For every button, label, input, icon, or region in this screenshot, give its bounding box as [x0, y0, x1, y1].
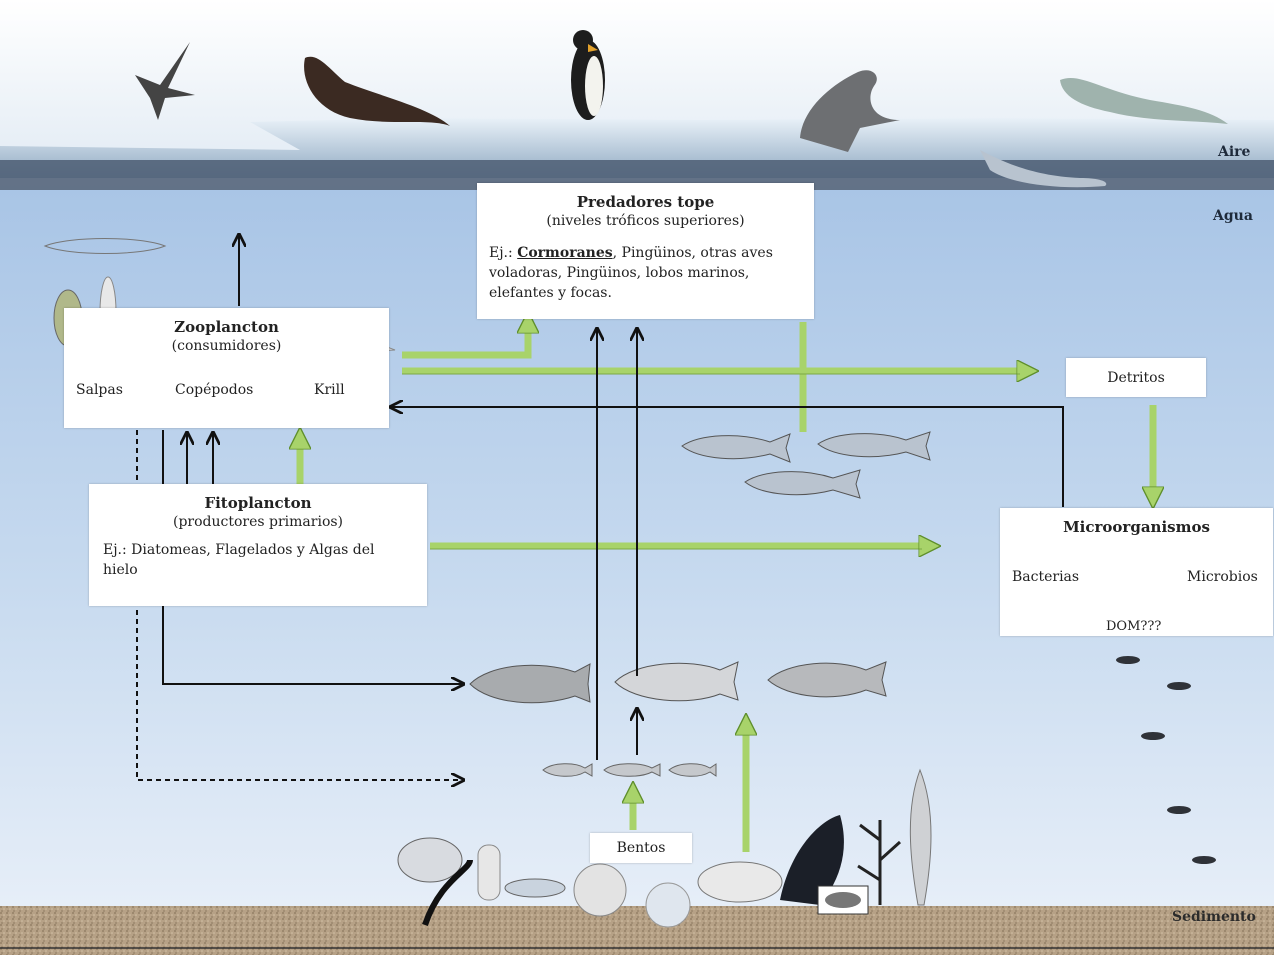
fur-seal-icon	[800, 70, 900, 152]
zooplankton-box: Zooplancton (consumidores) Salpas Copépo…	[64, 308, 389, 428]
demersal-fish-group	[469, 661, 887, 704]
cormorants-highlight: Cormoranes	[517, 245, 613, 261]
sediment-layer	[0, 906, 1274, 955]
phytoplankton-examples: Ej.: Diatomeas, Flagelados y Algas del h…	[103, 542, 375, 578]
phytoplankton-box: Fitoplancton (productores primarios) Ej.…	[89, 484, 427, 606]
phytoplankton-title: Fitoplancton	[204, 494, 312, 512]
microbes-label: Microbios	[1187, 569, 1258, 585]
salp-icon	[43, 238, 167, 254]
benthos-label: Bentos	[616, 840, 666, 856]
zooplankton-item-krill: Krill	[314, 382, 345, 398]
dom-label: DOM???	[1104, 619, 1164, 634]
zooplankton-item-salps: Salpas	[76, 382, 123, 398]
petrel-icon	[135, 42, 195, 120]
microorganisms-title: Microorganismos	[1063, 518, 1210, 536]
leopard-seal-icon	[1060, 78, 1228, 124]
phytoplankton-subtitle: (productores primarios)	[172, 514, 344, 530]
zone-label-sediment: Sedimento	[1172, 909, 1256, 925]
top-predators-examples: Ej.: Cormoranes, Pingüinos, otras aves v…	[489, 245, 773, 301]
zooplankton-item-copepods: Copépodos	[175, 382, 254, 398]
detritus-box: Detritos	[1066, 358, 1206, 397]
detritus-particles	[1116, 656, 1216, 864]
top-predators-subtitle: (niveles tróficos superiores)	[546, 213, 745, 229]
zooplankton-title: Zooplancton	[174, 318, 279, 336]
top-predators-box: Predadores tope (niveles tróficos superi…	[477, 183, 814, 319]
juvenile-fish-group	[542, 763, 717, 777]
zone-label-water: Agua	[1213, 208, 1253, 224]
bacteria-label: Bacterias	[1012, 569, 1080, 585]
penguin-icon	[571, 30, 605, 120]
detritus-label: Detritos	[1107, 369, 1165, 386]
weddell-seal-icon	[980, 150, 1107, 188]
benthos-box: Bentos	[590, 833, 692, 863]
microorganisms-box: Microorganismos Bacterias Microbios DOM?…	[1000, 508, 1273, 636]
zooplankton-subtitle: (consumidores)	[171, 338, 282, 354]
elephant-seal-icon	[304, 56, 450, 126]
benthos-organisms	[397, 768, 932, 928]
zone-label-air: Aire	[1218, 144, 1251, 160]
top-predators-title: Predadores tope	[576, 193, 715, 211]
